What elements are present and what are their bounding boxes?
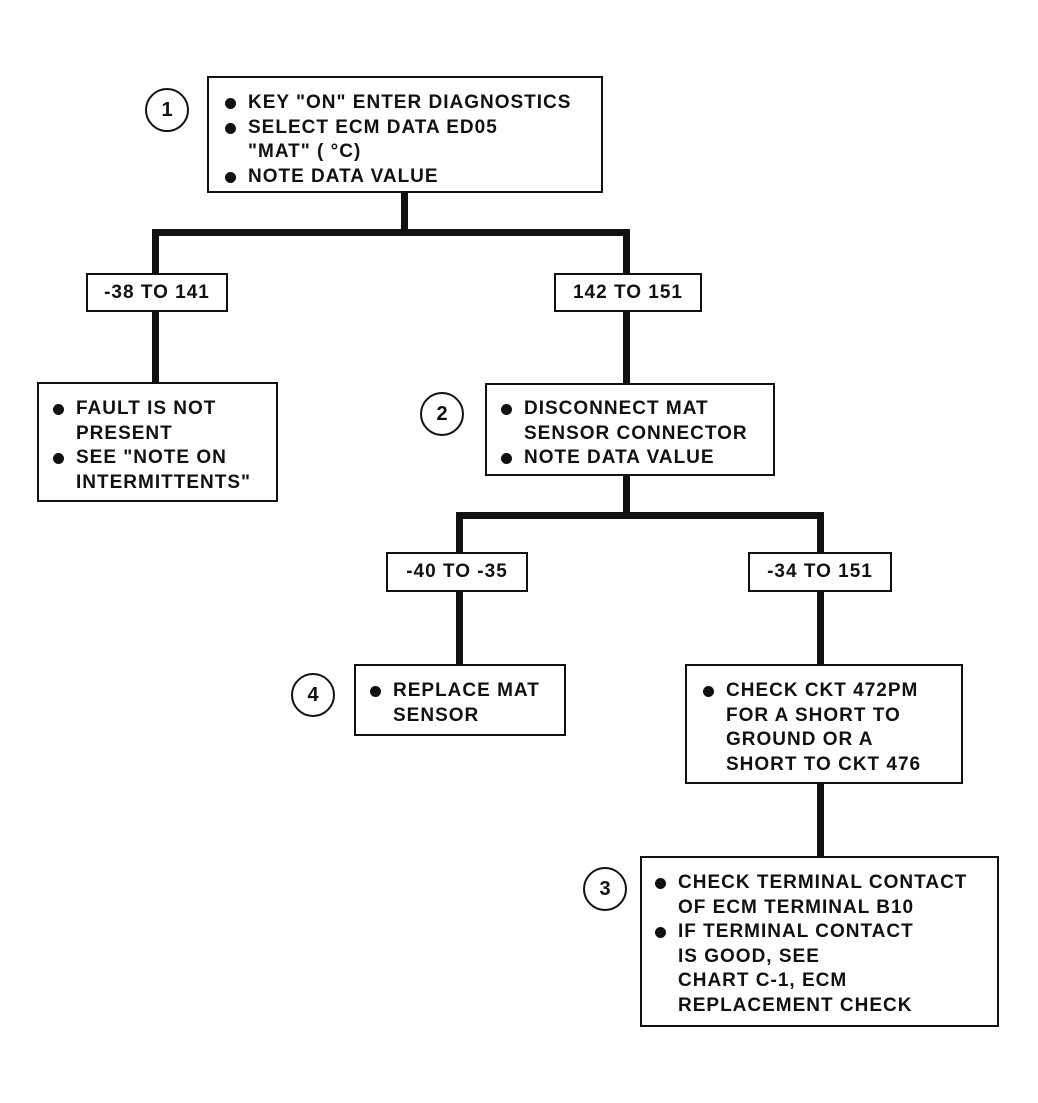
- step-marker-3: 3: [583, 867, 627, 911]
- fault-line-1: FAULT IS NOT: [50, 397, 270, 422]
- connector-branch2-horizontal: [456, 512, 824, 519]
- terminal-text-3: IF TERMINAL CONTACT: [678, 921, 914, 942]
- fault-line-3: SEE "NOTE ON: [50, 446, 270, 471]
- disconnect-line-1: DISCONNECT MAT: [498, 397, 767, 422]
- ckt-text-4: SHORT TO CKT 476: [726, 753, 922, 775]
- start-line-2: SELECT ECM DATA ED05: [222, 116, 593, 141]
- bullet-icon: [501, 404, 512, 415]
- bullet-icon: [225, 98, 236, 109]
- replace-line-1: REPLACE MAT: [367, 679, 558, 704]
- disconnect-text-2: SENSOR CONNECTOR: [524, 422, 748, 444]
- ckt-line-3: GROUND OR A: [700, 728, 955, 753]
- start-line-3: "MAT" ( °C): [222, 140, 593, 165]
- range-label-1: -38 TO 141: [86, 273, 228, 312]
- replace-line-2: SENSOR: [367, 704, 558, 729]
- connector-range2-down: [623, 310, 630, 384]
- start-line-1: KEY "ON" ENTER DIAGNOSTICS: [222, 91, 593, 116]
- check-circuit-box: CHECK CKT 472PM FOR A SHORT TO GROUND OR…: [685, 664, 963, 784]
- terminal-line-1: CHECK TERMINAL CONTACT: [652, 871, 991, 896]
- bullet-icon: [703, 686, 714, 697]
- terminal-line-3: IF TERMINAL CONTACT: [652, 920, 991, 945]
- bullet-icon: [225, 171, 236, 183]
- ckt-text-3: GROUND OR A: [726, 729, 874, 750]
- terminal-text-6: REPLACEMENT CHECK: [678, 994, 913, 1016]
- start-line-4: NOTE DATA VALUE: [222, 165, 593, 190]
- connector-range3-down: [456, 590, 463, 665]
- disconnect-line-2: SENSOR CONNECTOR: [498, 422, 767, 447]
- replace-text-1: REPLACE MAT: [393, 680, 540, 701]
- bullet-icon: [655, 927, 666, 938]
- connector-disconnect-down: [623, 474, 630, 516]
- disconnect-text-3: NOTE DATA VALUE: [524, 447, 715, 468]
- bullet-icon: [225, 122, 236, 134]
- ckt-line-4: SHORT TO CKT 476: [700, 753, 955, 778]
- bullet-icon: [655, 878, 666, 889]
- start-text-4: NOTE DATA VALUE: [248, 165, 439, 187]
- connector-start-down: [401, 192, 408, 233]
- check-terminal-box: CHECK TERMINAL CONTACT OF ECM TERMINAL B…: [640, 856, 999, 1027]
- replace-text-2: SENSOR: [393, 704, 480, 726]
- connector-branch2-left-drop: [456, 512, 463, 552]
- terminal-text-5: CHART C-1, ECM: [678, 970, 848, 991]
- connector-branch2-right-drop: [817, 512, 824, 552]
- terminal-text-2: OF ECM TERMINAL B10: [678, 896, 915, 918]
- fault-text-1: FAULT IS NOT: [76, 398, 217, 419]
- start-text-1: KEY "ON" ENTER DIAGNOSTICS: [248, 92, 572, 113]
- ckt-line-1: CHECK CKT 472PM: [700, 679, 955, 704]
- connector-branch1-right-drop: [623, 229, 630, 275]
- terminal-line-4: IS GOOD, SEE: [652, 945, 991, 970]
- fault-not-present-box: FAULT IS NOT PRESENT SEE "NOTE ON INTERM…: [37, 382, 278, 502]
- connector-branch1-left-drop: [152, 229, 159, 275]
- disconnect-sensor-box: DISCONNECT MAT SENSOR CONNECTOR NOTE DAT…: [485, 383, 775, 476]
- terminal-line-2: OF ECM TERMINAL B10: [652, 896, 991, 921]
- ckt-text-2: FOR A SHORT TO: [726, 704, 901, 726]
- start-diagnostics-box: KEY "ON" ENTER DIAGNOSTICS SELECT ECM DA…: [207, 76, 603, 193]
- disconnect-line-3: NOTE DATA VALUE: [498, 446, 767, 471]
- bullet-icon: [501, 453, 512, 464]
- terminal-text-4: IS GOOD, SEE: [678, 945, 820, 967]
- step-marker-2: 2: [420, 392, 464, 436]
- bullet-icon: [370, 686, 381, 697]
- connector-range1-down: [152, 310, 159, 382]
- step-marker-1: 1: [145, 88, 189, 132]
- replace-sensor-box: REPLACE MAT SENSOR: [354, 664, 566, 736]
- ckt-line-2: FOR A SHORT TO: [700, 704, 955, 729]
- range-label-4: -34 TO 151: [748, 552, 892, 592]
- connector-range4-down: [817, 590, 824, 665]
- start-text-2: SELECT ECM DATA ED05: [248, 116, 498, 138]
- terminal-line-5: CHART C-1, ECM: [652, 969, 991, 994]
- fault-text-4: INTERMITTENTS": [76, 471, 251, 493]
- range-label-2: 142 TO 151: [554, 273, 702, 312]
- fault-line-4: INTERMITTENTS": [50, 471, 270, 496]
- connector-check-ckt-down: [817, 782, 824, 858]
- step-marker-4: 4: [291, 673, 335, 717]
- fault-line-2: PRESENT: [50, 422, 270, 447]
- terminal-text-1: CHECK TERMINAL CONTACT: [678, 872, 968, 893]
- bullet-icon: [53, 404, 64, 415]
- range-label-3: -40 TO -35: [386, 552, 528, 592]
- bullet-icon: [53, 453, 64, 464]
- ckt-text-1: CHECK CKT 472PM: [726, 680, 919, 701]
- terminal-line-6: REPLACEMENT CHECK: [652, 994, 991, 1019]
- disconnect-text-1: DISCONNECT MAT: [524, 398, 709, 419]
- fault-text-3: SEE "NOTE ON: [76, 447, 227, 468]
- fault-text-2: PRESENT: [76, 422, 173, 444]
- start-text-3: "MAT" ( °C): [248, 141, 362, 162]
- connector-branch1-horizontal: [152, 229, 630, 236]
